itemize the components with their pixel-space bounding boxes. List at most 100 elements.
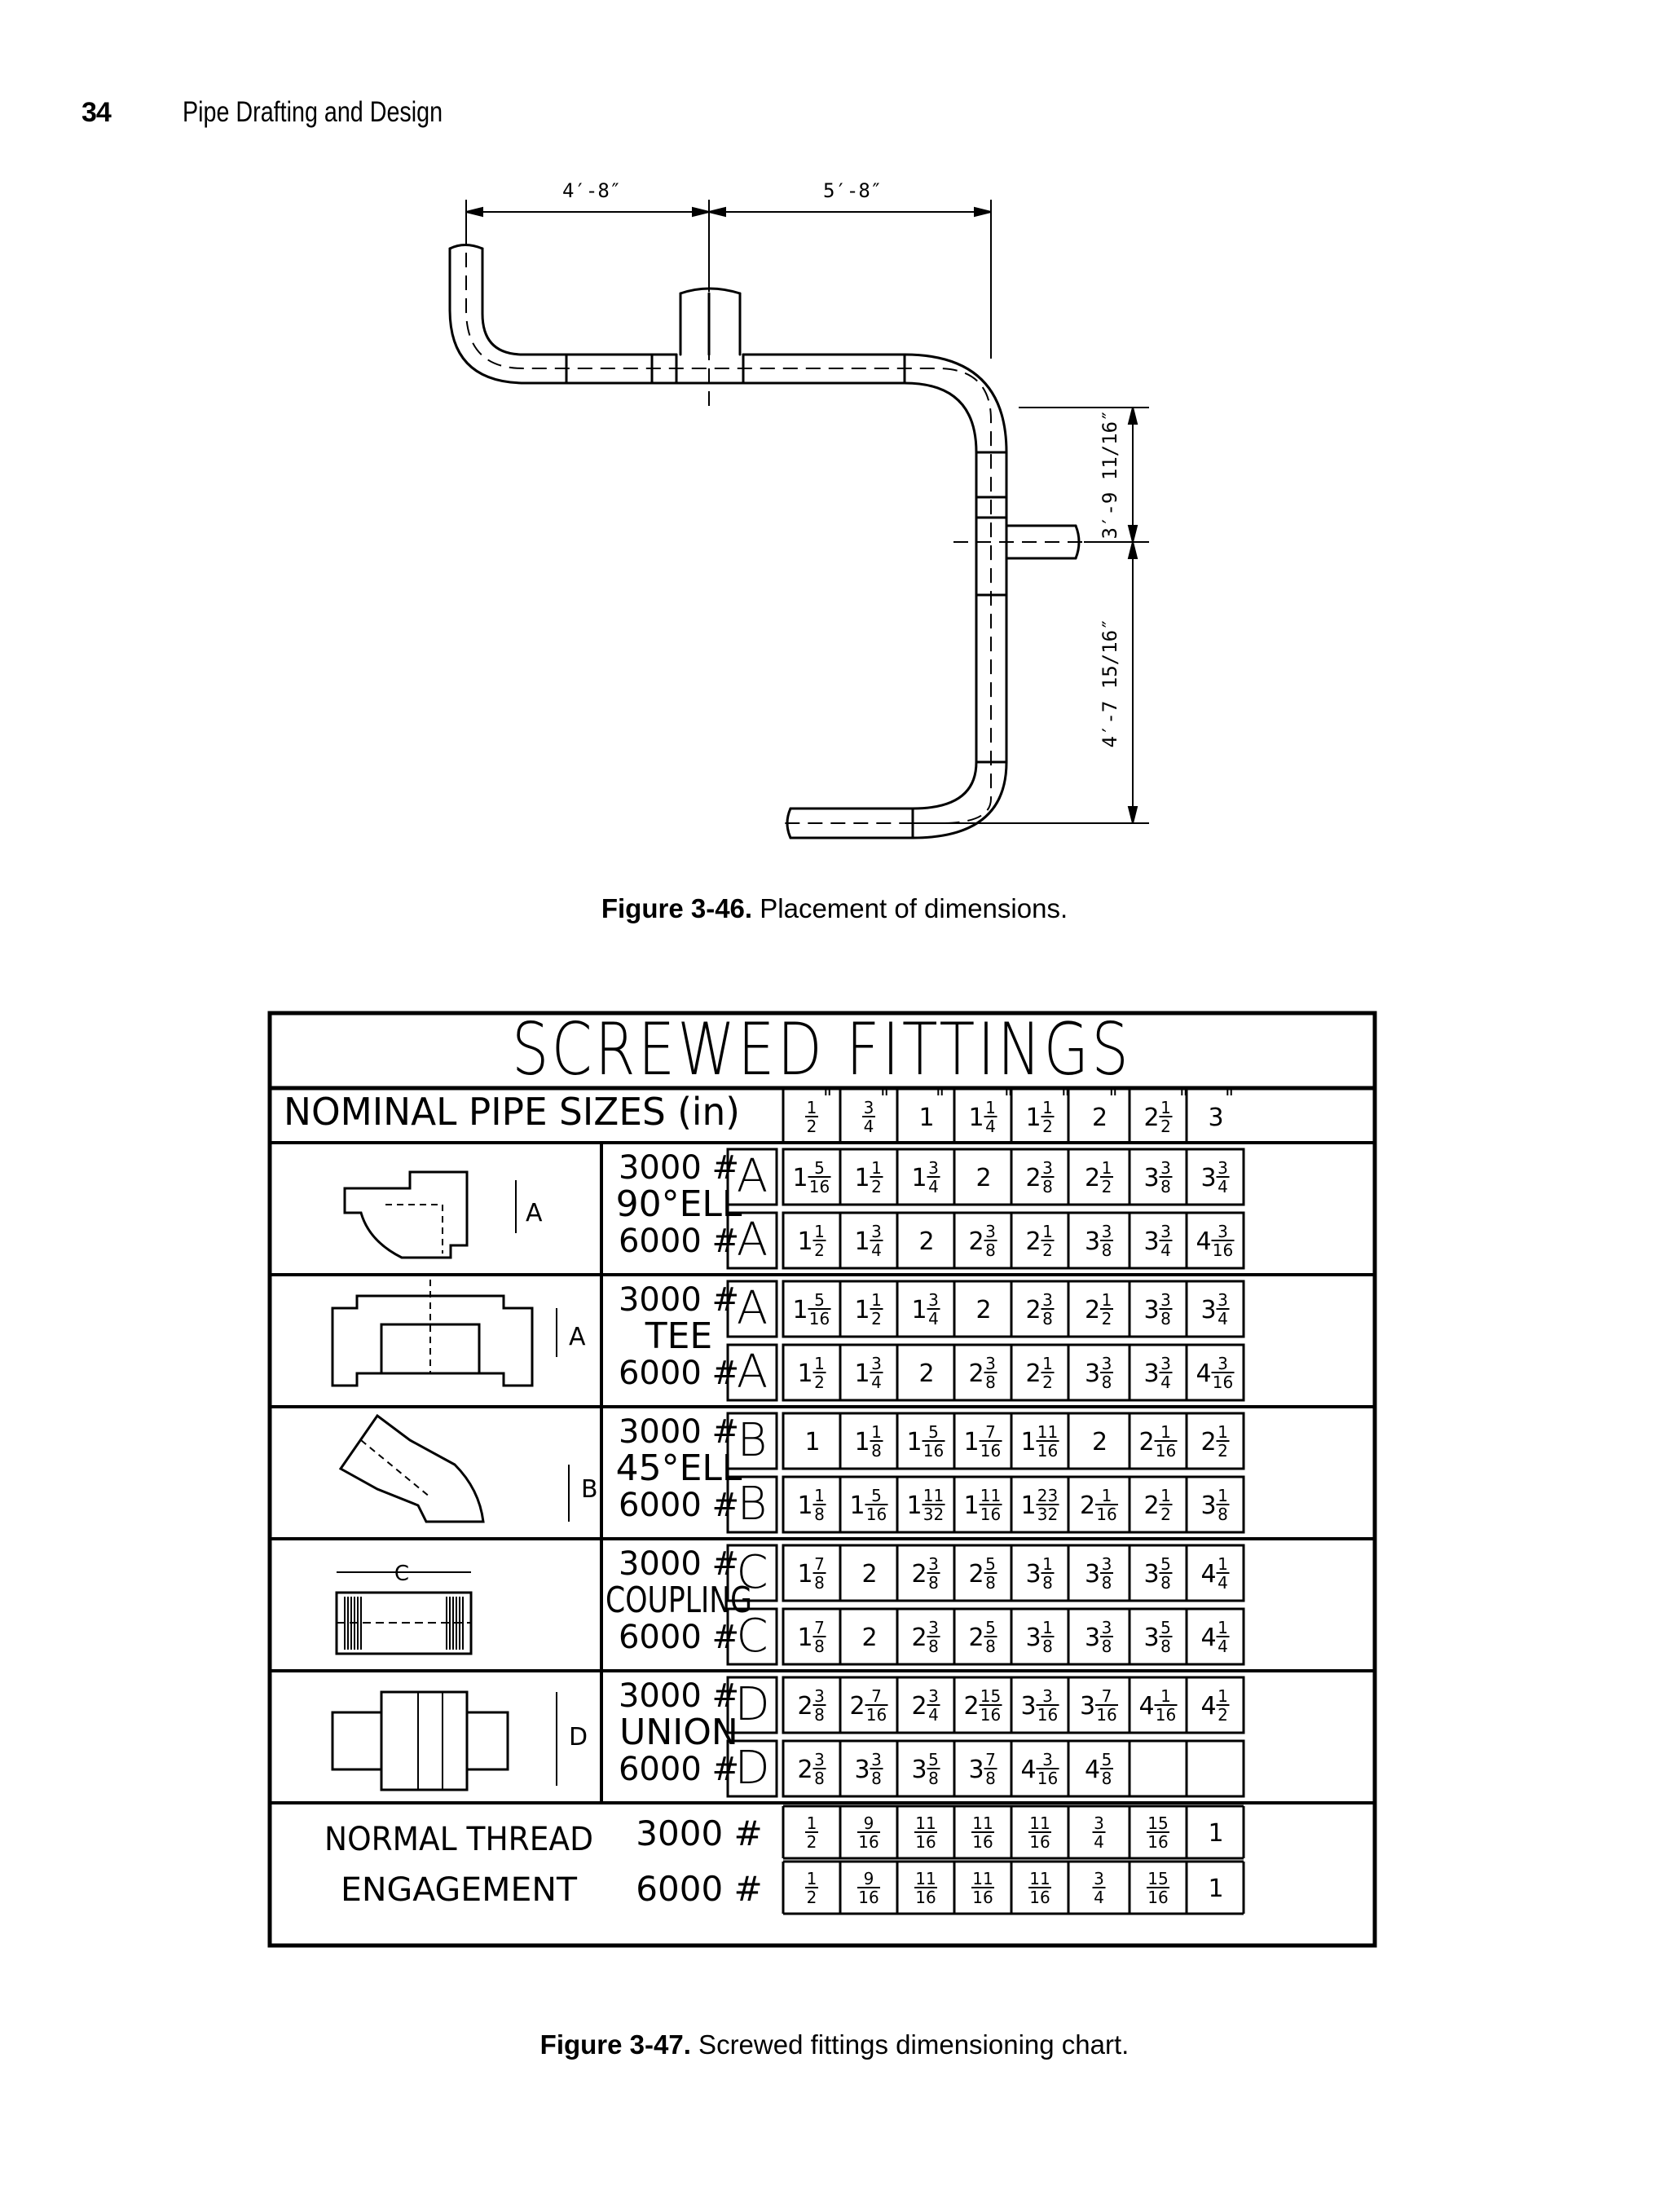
svg-text:1: 1 (814, 1354, 825, 1373)
svg-text:5: 5 (985, 1554, 996, 1574)
svg-text:4: 4 (1201, 1692, 1217, 1721)
svg-text:5: 5 (814, 1158, 825, 1178)
svg-text:3: 3 (871, 1354, 882, 1373)
dimension-letter-C: C (736, 1546, 768, 1599)
page-header: 34 Pipe Drafting and Design (81, 96, 500, 137)
rating-6000: 6000 # (619, 1487, 739, 1524)
svg-text:3: 3 (871, 1222, 882, 1241)
svg-text:2: 2 (1218, 1705, 1228, 1725)
svg-text:1: 1 (1042, 1222, 1053, 1241)
thread-value-cell: 12 (805, 1813, 818, 1852)
inch-mark: " (1225, 1086, 1234, 1109)
letter-box (726, 1475, 778, 1534)
svg-text:4: 4 (1218, 1637, 1228, 1656)
svg-text:8: 8 (1160, 1637, 1171, 1656)
svg-text:2: 2 (919, 1227, 935, 1256)
svg-text:1: 1 (1160, 1422, 1171, 1442)
svg-text:2: 2 (814, 1240, 825, 1260)
value-cell: 2 (976, 1296, 992, 1324)
svg-text:5: 5 (985, 1618, 996, 1637)
pipe-bottom-elbow-outer (911, 760, 1008, 839)
svg-text:3: 3 (1209, 1104, 1224, 1132)
svg-text:5: 5 (1102, 1750, 1112, 1769)
svg-text:2: 2 (871, 1177, 882, 1196)
svg-text:1: 1 (1160, 1686, 1171, 1706)
svg-text:8: 8 (1042, 1177, 1053, 1196)
svg-text:9: 9 (864, 1813, 874, 1833)
svg-text:16: 16 (809, 1177, 830, 1196)
svg-text:3: 3 (928, 1554, 939, 1574)
svg-text:1: 1 (855, 1428, 870, 1456)
svg-text:8: 8 (1102, 1240, 1112, 1260)
svg-text:1: 1 (805, 1428, 821, 1456)
nominal-pipe-sizes-header: NOMINAL PIPE SIZES (in) (284, 1090, 740, 1134)
caption-label: Figure 3-47. (539, 2029, 691, 2060)
dim-top-right: 5′-8″ (823, 179, 882, 202)
rating-6000: 6000 # (619, 1355, 739, 1392)
svg-text:11: 11 (972, 1869, 993, 1888)
svg-text:2: 2 (862, 1560, 878, 1588)
svg-text:16: 16 (980, 1441, 1001, 1461)
svg-text:1: 1 (814, 1222, 825, 1241)
svg-text:2: 2 (969, 1624, 984, 1652)
svg-text:1: 1 (807, 1869, 817, 1888)
svg-text:4: 4 (1094, 1832, 1104, 1852)
thread-value-cell: 12 (805, 1869, 818, 1907)
svg-text:2: 2 (1042, 1240, 1053, 1260)
svg-text:1: 1 (1209, 1875, 1224, 1903)
svg-text:4: 4 (1021, 1756, 1037, 1784)
svg-text:16: 16 (1096, 1505, 1116, 1524)
svg-text:1: 1 (1218, 1618, 1228, 1637)
svg-text:11: 11 (1029, 1813, 1050, 1833)
svg-text:3: 3 (1042, 1290, 1053, 1310)
svg-text:16: 16 (1029, 1888, 1050, 1907)
svg-text:1: 1 (964, 1492, 980, 1520)
svg-text:3: 3 (1042, 1158, 1053, 1178)
svg-text:3: 3 (928, 1158, 939, 1178)
svg-text:4: 4 (864, 1117, 874, 1136)
svg-text:3: 3 (1085, 1359, 1100, 1388)
thread-value-cell: 1 (1209, 1875, 1224, 1903)
svg-text:1: 1 (1160, 1098, 1171, 1117)
svg-text:4: 4 (1201, 1560, 1217, 1588)
svg-text:4: 4 (1160, 1240, 1171, 1260)
svg-text:8: 8 (928, 1573, 939, 1593)
dimension-letter-A: A (737, 1282, 768, 1335)
svg-text:8: 8 (1042, 1637, 1053, 1656)
svg-text:3: 3 (1160, 1222, 1171, 1241)
tee-icon: A (331, 1280, 586, 1387)
svg-text:1: 1 (793, 1164, 808, 1192)
svg-text:3: 3 (1160, 1290, 1171, 1310)
svg-text:2: 2 (1085, 1164, 1100, 1192)
svg-text:8: 8 (985, 1373, 996, 1392)
svg-text:8: 8 (985, 1240, 996, 1260)
svg-text:7: 7 (814, 1618, 825, 1637)
svg-text:16: 16 (972, 1832, 993, 1852)
inch-mark: " (1004, 1086, 1013, 1109)
svg-text:8: 8 (1042, 1309, 1053, 1329)
svg-text:1: 1 (1021, 1492, 1037, 1520)
value-cell: 2 (1092, 1428, 1108, 1456)
svg-text:15: 15 (980, 1686, 1001, 1706)
